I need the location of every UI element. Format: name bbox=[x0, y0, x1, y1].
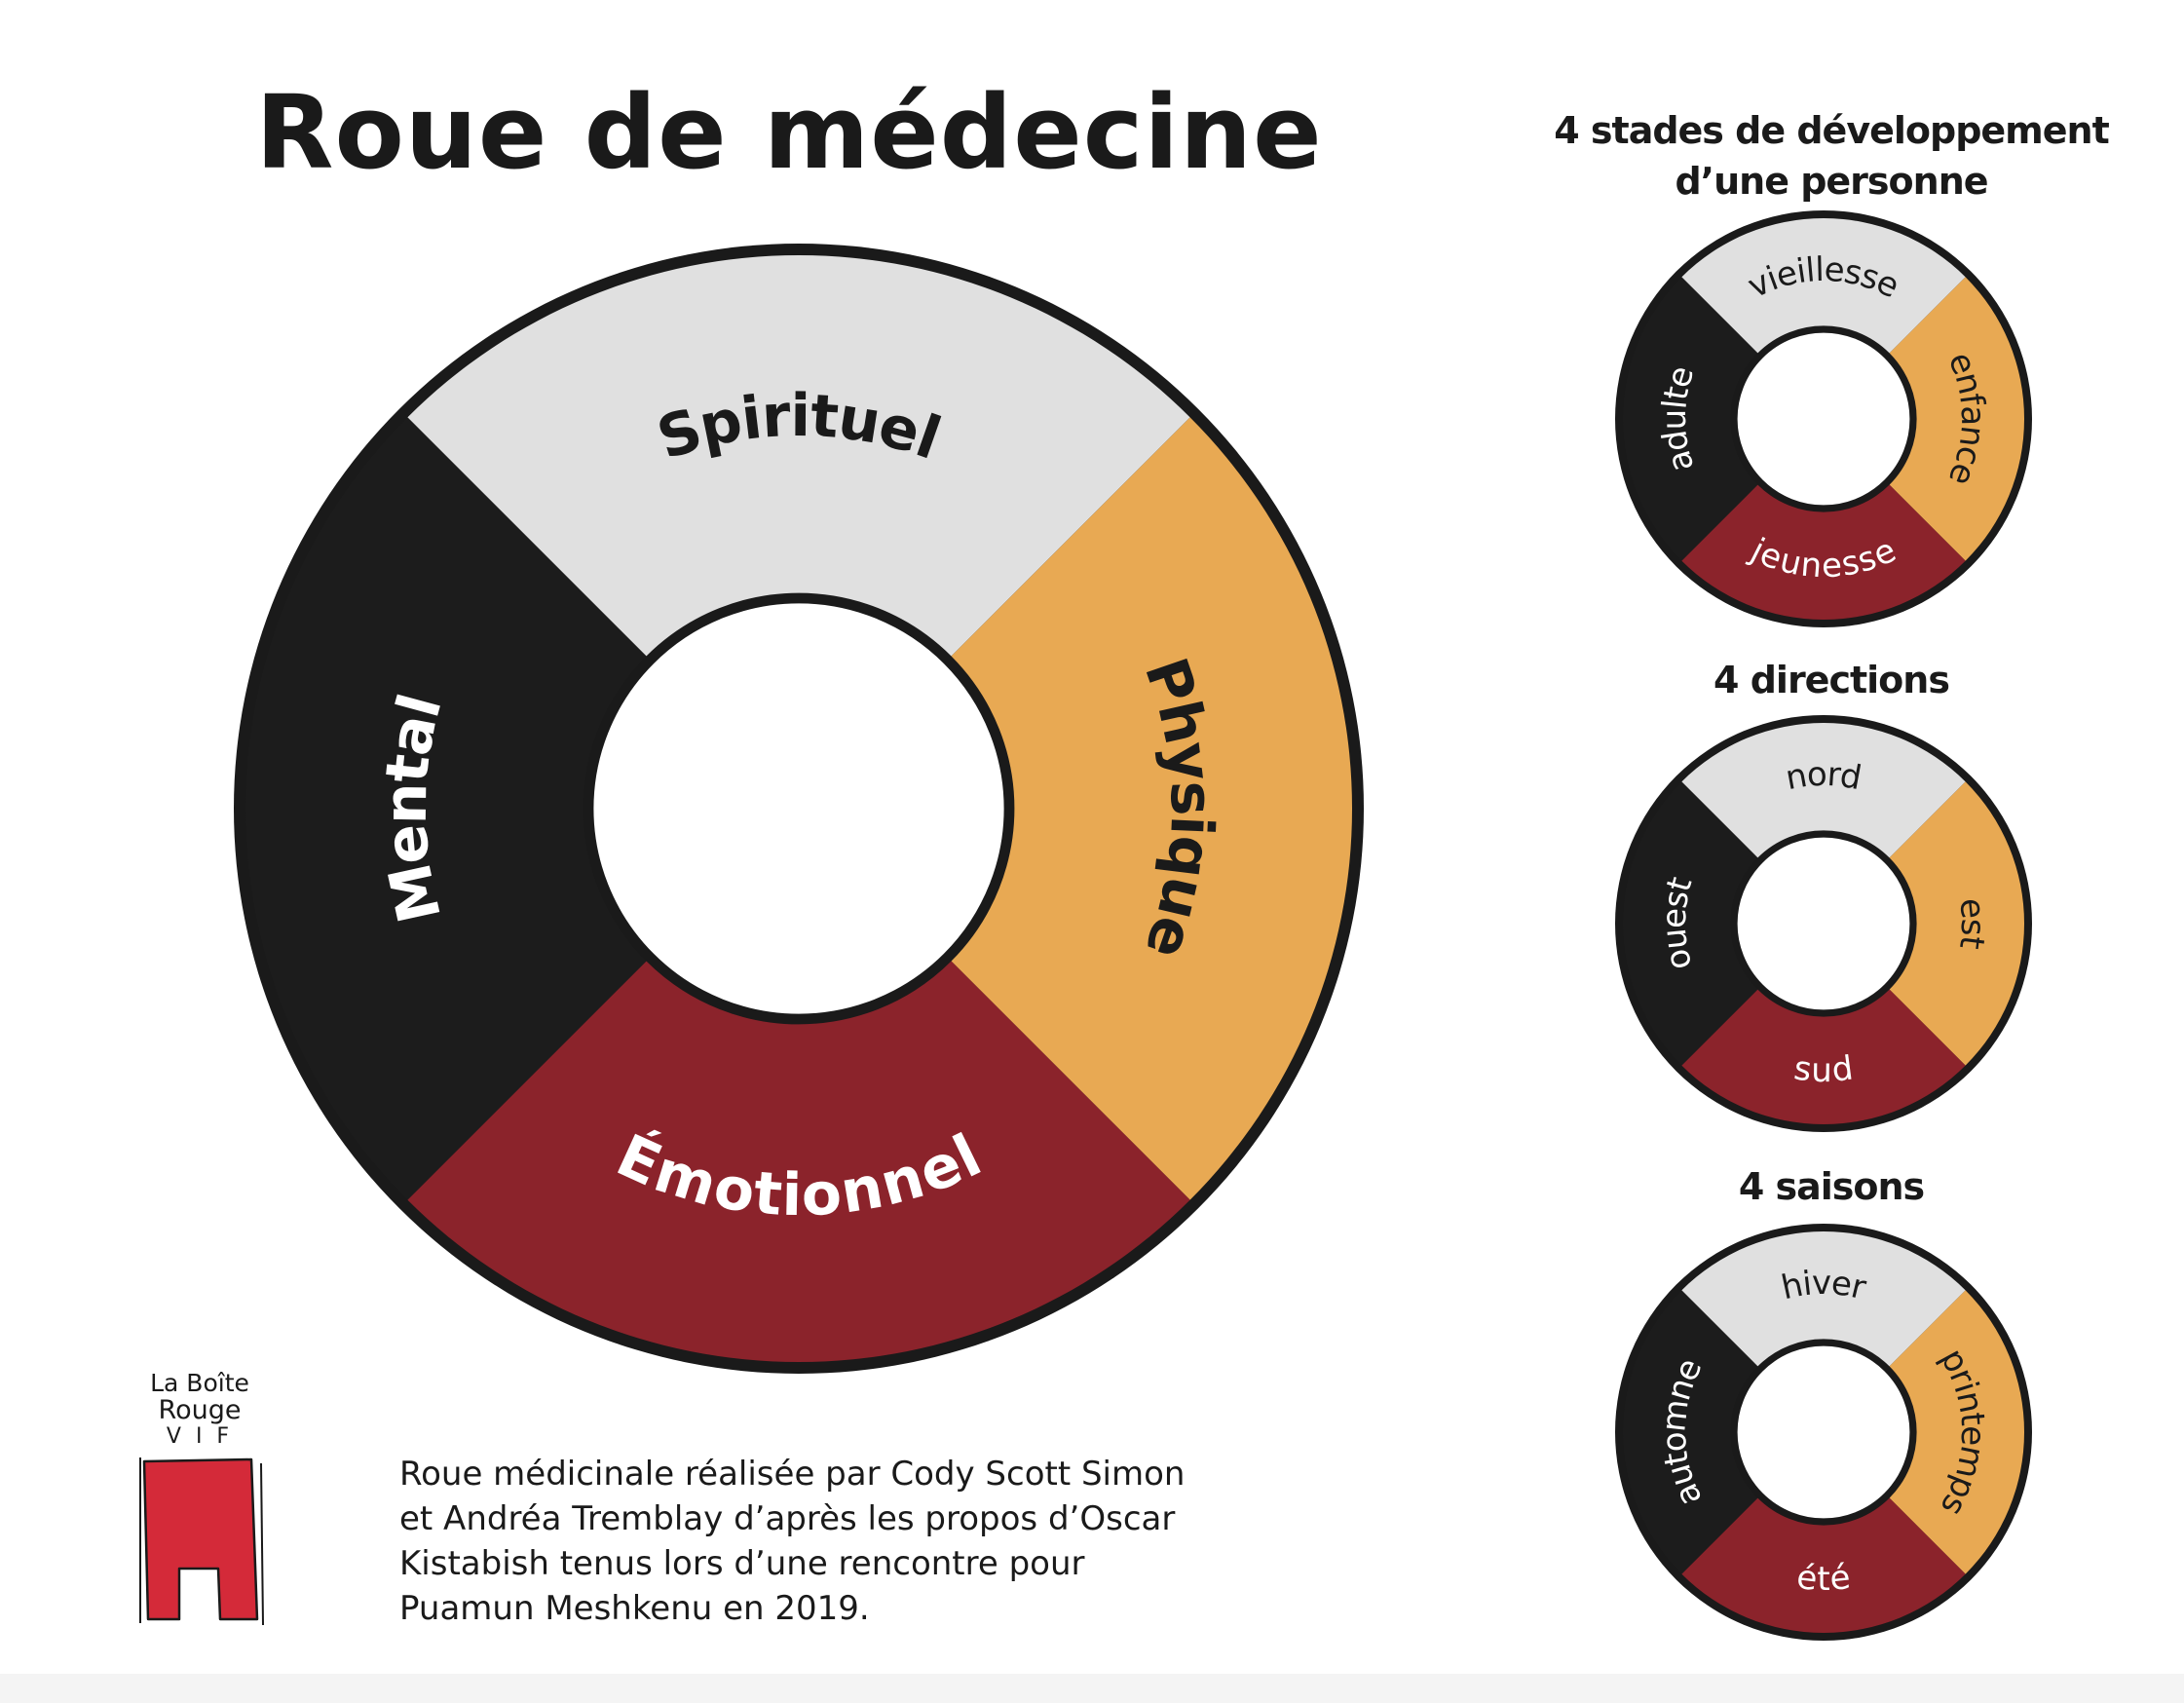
small-wheel-2-segment-bottom bbox=[1681, 1495, 1966, 1633]
logo-text-line-2: Rouge bbox=[158, 1395, 242, 1425]
caption-line-1: Roue médicinale réalisée par Cody Scott … bbox=[399, 1455, 1186, 1494]
heading-directions: 4 directions bbox=[1520, 655, 2143, 705]
logo-text-line-1: La Boîte bbox=[150, 1369, 249, 1397]
small-wheel-2-segment-right bbox=[1887, 1290, 2024, 1574]
caption-line-2: et Andréa Tremblay d’après les propos d’… bbox=[399, 1499, 1176, 1538]
main-wheel-segment-left bbox=[245, 417, 651, 1200]
small-wheel-1-label-right: est bbox=[1952, 896, 1993, 952]
main-wheel-segment-right bbox=[947, 417, 1352, 1200]
caption-line-4: Puamun Meshkenu en 2019. bbox=[399, 1589, 870, 1628]
small-wheel-1-label-left: ouest bbox=[1654, 873, 1700, 974]
main-wheel-segment-top bbox=[407, 255, 1190, 661]
heading-directions-line-1: 4 directions bbox=[1713, 659, 1950, 701]
logo-doorway-icon bbox=[139, 1457, 264, 1626]
small-wheel-2-label-top: hiver bbox=[1778, 1263, 1870, 1306]
heading-saisons: 4 saisons bbox=[1520, 1161, 2143, 1212]
heading-stades: 4 stades de développement d’une personne bbox=[1520, 105, 2143, 207]
small-wheel-2-segment-top bbox=[1681, 1231, 1966, 1369]
small-wheel-2-label-bottom: été bbox=[1794, 1558, 1852, 1599]
logo-text-line-3: V I F bbox=[166, 1424, 234, 1449]
small-wheel-1-segment-left bbox=[1623, 781, 1760, 1066]
heading-stades-line-1: 4 stades de développement bbox=[1554, 109, 2110, 152]
small-wheel-1-label-bottom: sud bbox=[1791, 1048, 1855, 1090]
small-wheel-0-center-hole bbox=[1730, 325, 1917, 512]
page-title: Roue de médecine bbox=[255, 73, 1323, 192]
small-wheel-1-segment-right bbox=[1887, 781, 2024, 1066]
small-wheel-1-label-top: nord bbox=[1783, 754, 1865, 798]
small-wheel-directions: nord est sud ouest bbox=[1615, 715, 2032, 1132]
small-wheel-1-segment-bottom bbox=[1681, 987, 1966, 1124]
small-wheel-1-segment-top bbox=[1681, 723, 1966, 860]
small-wheel-0-segment-right bbox=[1887, 277, 2024, 561]
caption-line-3: Kistabish tenus lors d’une rencontre pou… bbox=[399, 1544, 1085, 1583]
small-wheel-0-segment-left bbox=[1623, 277, 1760, 561]
heading-saisons-line-1: 4 saisons bbox=[1738, 1165, 1925, 1208]
bottom-strip bbox=[0, 1674, 2184, 1703]
main-wheel-center-hole bbox=[583, 592, 1015, 1025]
small-wheel-0-segment-top bbox=[1681, 218, 1966, 356]
credit-caption: Roue médicinale réalisée par Cody Scott … bbox=[399, 1452, 1276, 1631]
small-wheel-1-center-hole bbox=[1730, 830, 1917, 1017]
small-wheel-2-segment-left bbox=[1623, 1290, 1760, 1574]
heading-stades-line-2: d’une personne bbox=[1675, 160, 1988, 203]
main-wheel-segment-bottom bbox=[407, 957, 1190, 1362]
small-wheel-2-center-hole bbox=[1730, 1339, 1917, 1526]
small-wheel-0-segment-bottom bbox=[1681, 482, 1966, 620]
